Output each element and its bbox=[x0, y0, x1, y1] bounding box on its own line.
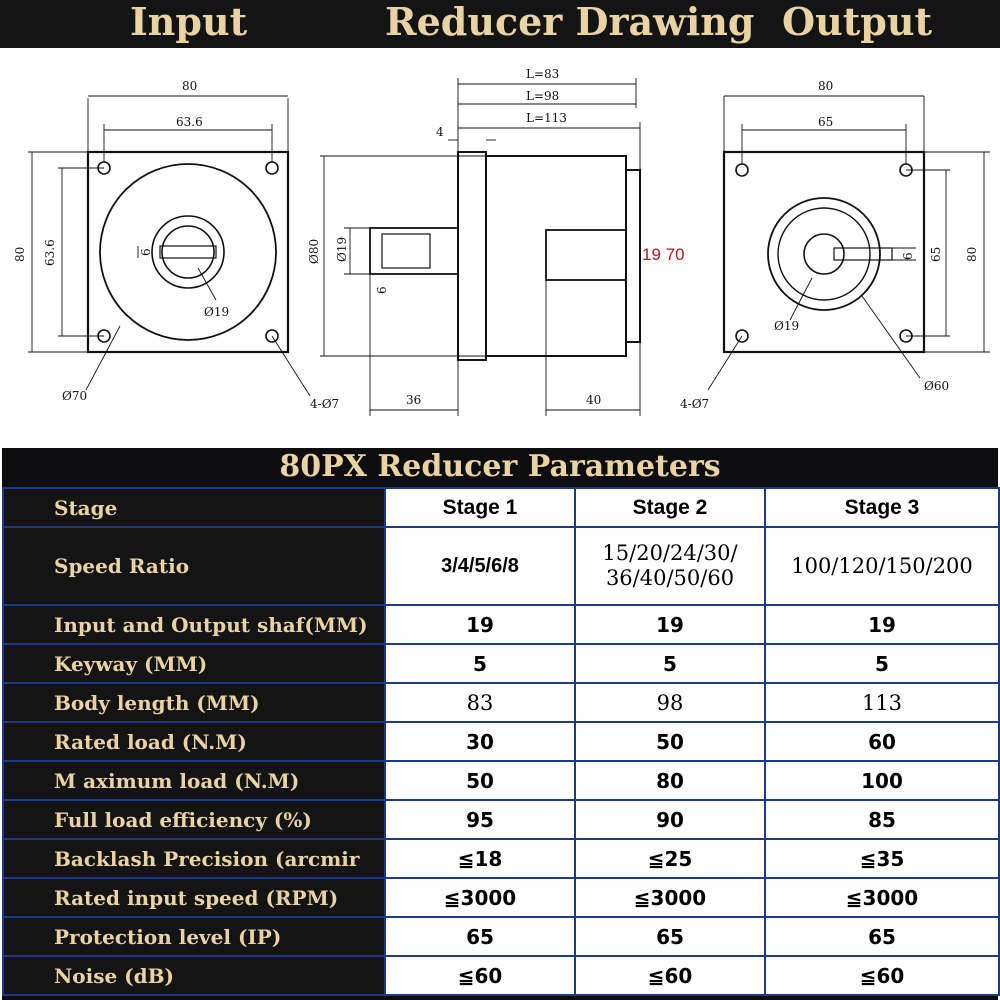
row-label: Input and Output shaf(MM) bbox=[2, 604, 386, 645]
cell: 80 bbox=[574, 760, 766, 801]
cell: 5 bbox=[764, 643, 1000, 684]
row-label: Protection level (IP) bbox=[2, 916, 386, 957]
row-label: M aximum load (N.M) bbox=[2, 760, 386, 801]
output-key-label: 6 bbox=[901, 252, 915, 260]
side-output-length-label: 40 bbox=[586, 393, 601, 407]
output-holes-label: 4-Ø7 bbox=[680, 397, 709, 411]
cell: ≦3000 bbox=[384, 877, 576, 918]
side-length-1-label: L=83 bbox=[526, 67, 559, 81]
row-label: Rated load (N.M) bbox=[2, 721, 386, 762]
cell: 100 bbox=[764, 760, 1000, 801]
table-header-row: Stage Stage 1 Stage 2 Stage 3 bbox=[2, 487, 1000, 528]
cell: ≦3000 bbox=[574, 877, 766, 918]
side-body-dia-label: Ø80 bbox=[307, 239, 321, 264]
cell: ≦60 bbox=[384, 955, 576, 996]
cell: 65 bbox=[764, 916, 1000, 957]
side-length-3-label: L=113 bbox=[526, 111, 567, 125]
output-height-label: 80 bbox=[965, 247, 979, 262]
output-hole-spacing-h-label: 65 bbox=[818, 115, 833, 129]
reducer-drawing: 80 63.6 80 63.6 6 Ø19 Ø70 4-Ø7 L=83 L=98… bbox=[0, 48, 1000, 440]
side-input-key-label: 6 bbox=[375, 286, 389, 294]
cell: 90 bbox=[574, 799, 766, 840]
drawing-svg: 80 63.6 80 63.6 6 Ø19 Ø70 4-Ø7 L=83 L=98… bbox=[13, 67, 990, 416]
output-width-label: 80 bbox=[818, 79, 833, 93]
table-row: Full load efficiency (%) 95 90 85 bbox=[2, 799, 1000, 840]
cell-line: 15/20/24/30/ bbox=[602, 541, 738, 565]
header-stage-1: Stage 1 bbox=[384, 487, 576, 528]
table-row: Rated load (N.M) 30 50 60 bbox=[2, 721, 1000, 762]
cell: 85 bbox=[764, 799, 1000, 840]
input-view bbox=[28, 95, 311, 397]
row-label: Body length (MM) bbox=[2, 682, 386, 723]
table-row: Backlash Precision (arcmir ≦18 ≦25 ≦35 bbox=[2, 838, 1000, 879]
header-bar: Input Reducer Drawing Output bbox=[0, 0, 1000, 48]
cell: 50 bbox=[384, 760, 576, 801]
cell: 15/20/24/30/ 36/40/50/60 bbox=[574, 526, 766, 606]
cell: 98 bbox=[574, 682, 766, 723]
header-stage-3: Stage 3 bbox=[764, 487, 1000, 528]
cell: 19 bbox=[574, 604, 766, 645]
input-hole-spacing-v-label: 63.6 bbox=[43, 239, 57, 266]
cell: 3/4/5/6/8 bbox=[384, 526, 576, 606]
header-stage: Stage bbox=[2, 487, 386, 528]
output-heading: Output bbox=[782, 0, 933, 44]
table-title: 80PX Reducer Parameters bbox=[279, 449, 721, 484]
row-label: Backlash Precision (arcmir bbox=[2, 838, 386, 879]
table-row: Rated input speed (RPM) ≦3000 ≦3000 ≦300… bbox=[2, 877, 1000, 918]
cell: ≦25 bbox=[574, 838, 766, 879]
table-row: Input and Output shaf(MM) 19 19 19 bbox=[2, 604, 1000, 645]
header-stage-2: Stage 2 bbox=[574, 487, 766, 528]
output-shaft-label: Ø19 bbox=[774, 319, 799, 333]
table-row: Keyway (MM) 5 5 5 bbox=[2, 643, 1000, 684]
cell: 65 bbox=[384, 916, 576, 957]
cell-line: 36/40/50/60 bbox=[605, 566, 735, 590]
side-length-2-label: L=98 bbox=[526, 89, 559, 103]
row-label: Full load efficiency (%) bbox=[2, 799, 386, 840]
cell: ≦3000 bbox=[764, 877, 1000, 918]
output-pilot-label: Ø60 bbox=[924, 379, 949, 393]
parameters-table: Stage Stage 1 Stage 2 Stage 3 Speed Rati… bbox=[2, 487, 1000, 996]
cell: 5 bbox=[574, 643, 766, 684]
cell: 65 bbox=[574, 916, 766, 957]
input-pilot-label: Ø70 bbox=[62, 389, 87, 403]
cell: 60 bbox=[764, 721, 1000, 762]
input-bore-label: Ø19 bbox=[204, 305, 229, 319]
side-input-shaft-label: Ø19 bbox=[335, 237, 349, 262]
side-input-length-label: 36 bbox=[406, 393, 421, 407]
input-hole-spacing-h-label: 63.6 bbox=[176, 115, 203, 129]
row-label: Keyway (MM) bbox=[2, 643, 386, 684]
drawing-heading: Reducer Drawing bbox=[385, 0, 755, 44]
row-label: Speed Ratio bbox=[2, 526, 386, 606]
cell: 113 bbox=[764, 682, 1000, 723]
cell: 50 bbox=[574, 721, 766, 762]
input-height-label: 80 bbox=[13, 247, 27, 262]
side-view bbox=[320, 78, 641, 416]
cell: ≦60 bbox=[764, 955, 1000, 996]
row-label: Noise (dB) bbox=[2, 955, 386, 996]
cell: 30 bbox=[384, 721, 576, 762]
cell: 19 bbox=[384, 604, 576, 645]
cell: 5 bbox=[384, 643, 576, 684]
table-row: Body length (MM) 83 98 113 bbox=[2, 682, 1000, 723]
cell: ≦60 bbox=[574, 955, 766, 996]
table-row: Noise (dB) ≦60 ≦60 ≦60 bbox=[2, 955, 1000, 996]
cell: 95 bbox=[384, 799, 576, 840]
side-flange-label: 4 bbox=[436, 125, 444, 139]
cell: ≦18 bbox=[384, 838, 576, 879]
side-output-dia-label: 19 70 bbox=[642, 245, 685, 264]
input-key-label: 6 bbox=[139, 248, 153, 256]
input-width-label: 80 bbox=[182, 79, 197, 93]
input-heading: Input bbox=[130, 0, 248, 44]
table-row: M aximum load (N.M) 50 80 100 bbox=[2, 760, 1000, 801]
cell: 100/120/150/200 bbox=[764, 526, 1000, 606]
output-hole-spacing-v-label: 65 bbox=[929, 247, 943, 262]
row-label: Rated input speed (RPM) bbox=[2, 877, 386, 918]
output-view bbox=[707, 95, 990, 391]
input-holes-label: 4-Ø7 bbox=[310, 397, 339, 411]
cell: 19 bbox=[764, 604, 1000, 645]
cell: ≦35 bbox=[764, 838, 1000, 879]
table-row: Speed Ratio 3/4/5/6/8 15/20/24/30/ 36/40… bbox=[2, 526, 1000, 606]
table-row: Protection level (IP) 65 65 65 bbox=[2, 916, 1000, 957]
cell: 83 bbox=[384, 682, 576, 723]
